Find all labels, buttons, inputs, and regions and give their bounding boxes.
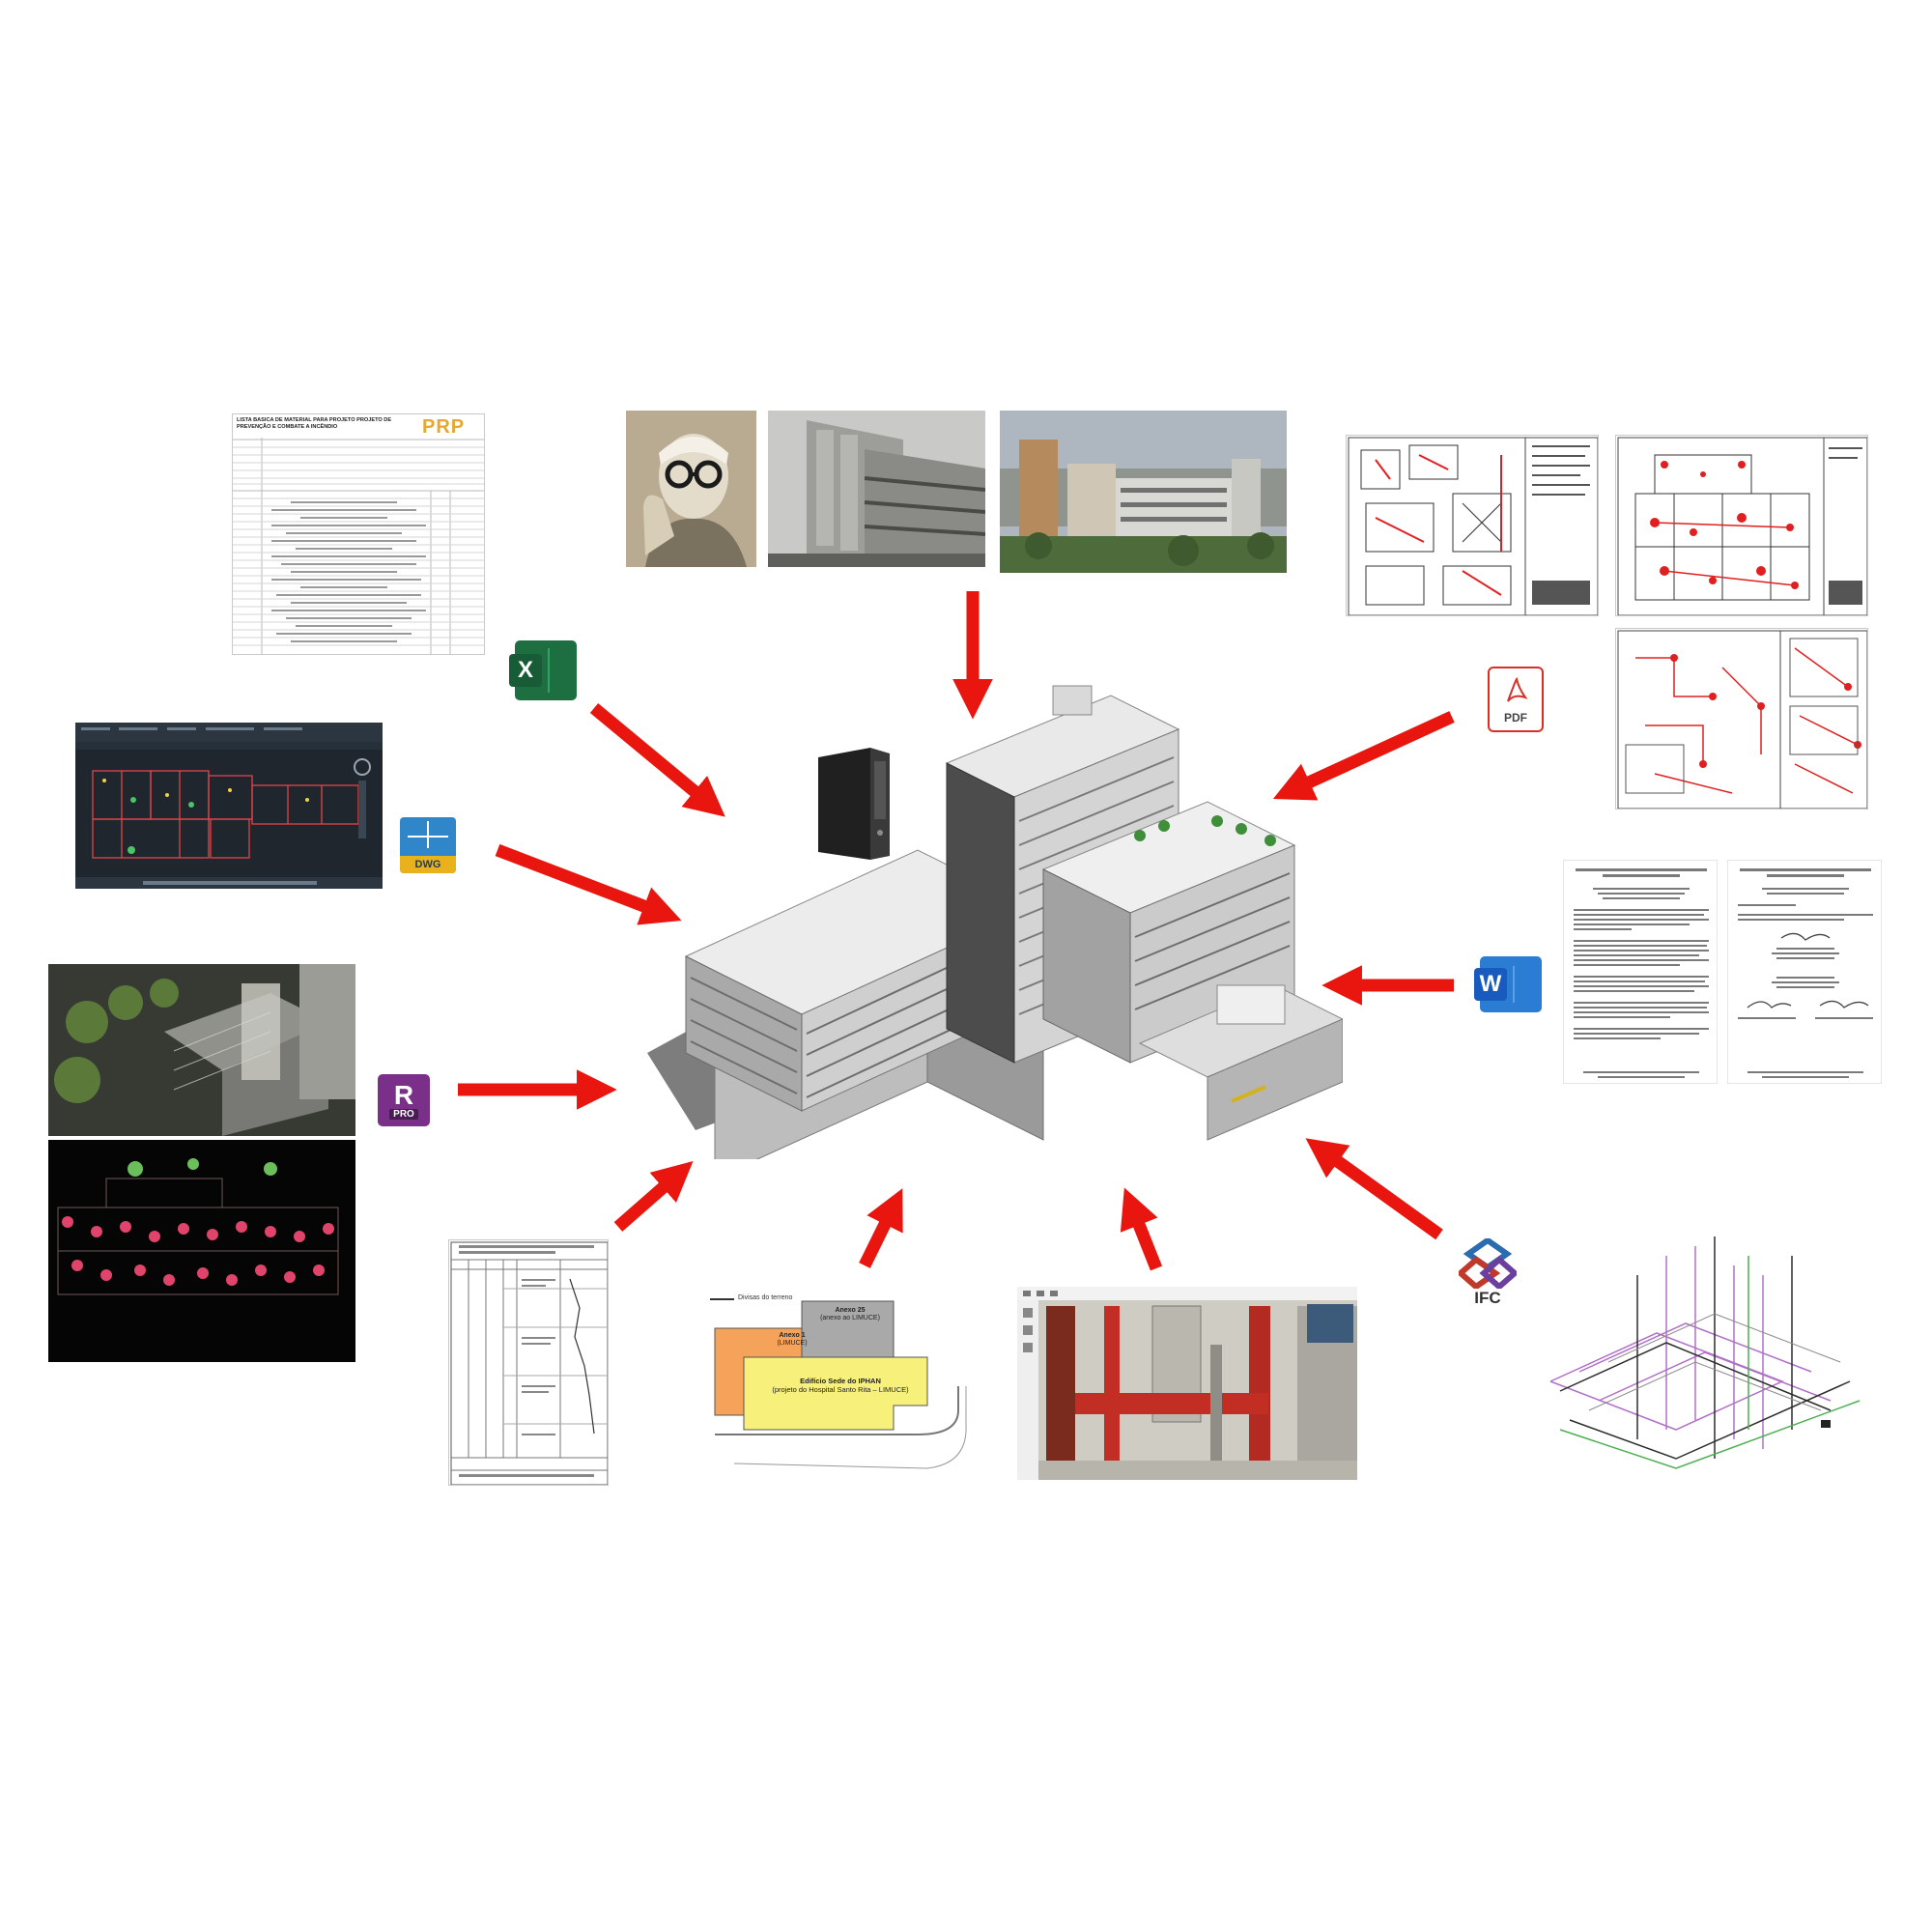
annex-25-title: Anexo 25 <box>835 1307 866 1314</box>
revit-icon-badge: PRO <box>389 1108 418 1120</box>
workstation-computer <box>814 744 894 865</box>
architect-portrait-photo <box>626 411 756 567</box>
arrow-ifc-to-model <box>1305 1138 1443 1240</box>
pdf-drawing-sheet-1 <box>1346 435 1599 616</box>
annex-25-subtitle: (anexo ao LIMUCE) <box>820 1315 880 1321</box>
pdf-file-icon: PDF <box>1488 667 1544 732</box>
point-cloud-plan-view <box>48 1140 355 1362</box>
word-file-icon: W <box>1474 956 1542 1012</box>
excel-icon-letter: X <box>517 657 533 683</box>
soil-borehole-log-sheet <box>448 1239 609 1486</box>
ifc-mep-3d-model <box>1541 1236 1874 1478</box>
main-building-subtitle: (projeto do Hospital Santo Rita – LIMUCE… <box>772 1385 909 1394</box>
site-plan-legend: Divisas do terreno <box>738 1294 793 1301</box>
historic-building-photo <box>768 411 985 567</box>
material-list-title: LISTA BASICA DE MATERIAL PARA PROJETO PR… <box>237 417 392 430</box>
site-inspection-photo-viewer <box>1017 1287 1357 1480</box>
dwg-file-icon: DWG <box>400 817 456 873</box>
main-building-label: Edifício Sede do IPHAN (projeto do Hospi… <box>753 1377 927 1394</box>
annex-1-label: Anexo 1 (LIMUCE) <box>763 1332 821 1348</box>
bim-building-model <box>638 676 1343 1159</box>
revit-pro-icon: R PRO <box>378 1074 430 1126</box>
annex-1-title: Anexo 1 <box>779 1332 806 1339</box>
pdf-drawing-sheet-2 <box>1615 435 1868 616</box>
current-building-photo <box>1000 411 1287 573</box>
main-building-title: Edifício Sede do IPHAN <box>800 1377 881 1385</box>
dwg-icon-label: DWG <box>414 859 441 870</box>
arrow-sitephoto-to-model <box>1120 1187 1163 1271</box>
ifc-file-icon: IFC <box>1459 1238 1517 1316</box>
excel-file-icon: X <box>509 640 577 700</box>
ifc-icon-label: IFC <box>1474 1289 1501 1307</box>
material-list-spreadsheet: LISTA BASICA DE MATERIAL PARA PROJETO PR… <box>232 413 485 655</box>
arrow-borehole-to-model <box>613 1161 694 1232</box>
cad-software-screenshot <box>75 723 383 889</box>
arrow-siteplan-to-model <box>859 1188 903 1268</box>
word-document-page-1 <box>1563 860 1718 1084</box>
annex-25-label: Anexo 25 (anexo ao LIMUCE) <box>811 1307 889 1322</box>
site-plan-diagram: Divisas do terreno Anexo 25 (anexo ao LI… <box>705 1290 976 1473</box>
word-icon-letter: W <box>1479 971 1502 997</box>
pdf-icon-label: PDF <box>1504 711 1527 724</box>
prp-logo: PRP <box>422 416 466 438</box>
point-cloud-3d-view <box>48 964 355 1136</box>
annex-1-subtitle: (LIMUCE) <box>777 1340 808 1347</box>
revit-icon-letter: R <box>393 1079 414 1110</box>
pdf-drawing-sheet-3 <box>1615 628 1868 810</box>
word-document-page-2 <box>1727 860 1882 1084</box>
